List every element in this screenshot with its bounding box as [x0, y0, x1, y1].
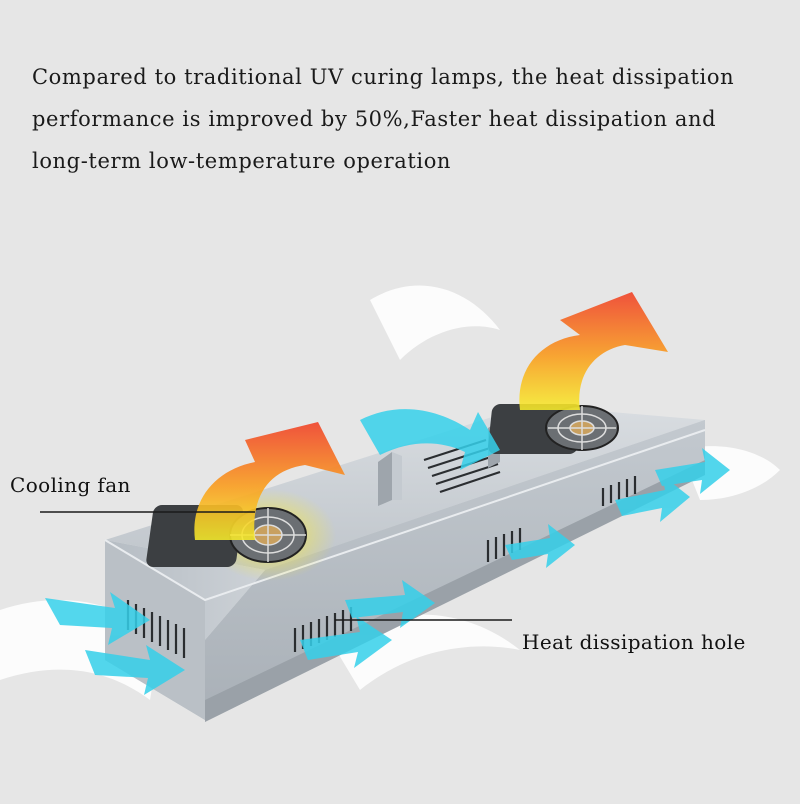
cool-air-arrow-icon [615, 475, 690, 522]
heat-dissipation-hole-label: Heat dissipation hole [522, 630, 746, 654]
cool-air-arrow-icon [360, 409, 500, 470]
cooling-fan-label: Cooling fan [10, 473, 131, 497]
fan-icon [488, 404, 619, 454]
cool-air-arrows [45, 409, 730, 695]
cool-air-arrow-icon [85, 645, 185, 695]
hot-air-arrow-icon [519, 292, 668, 410]
cool-air-arrow-icon [655, 448, 730, 494]
headline-line: performance is improved by 50%,Faster he… [32, 107, 717, 131]
cool-air-arrow-icon [505, 524, 575, 568]
hot-air-arrow-icon [194, 422, 345, 540]
cool-air-arrow-icon [345, 580, 435, 628]
headline-line: Compared to traditional UV curing lamps,… [32, 65, 735, 89]
headline: Compared to traditional UV curing lamps,… [32, 56, 792, 182]
cool-air-arrow-icon [300, 616, 392, 668]
headline-line: long-term low-temperature operation [32, 149, 452, 173]
cool-air-arrow-icon [45, 592, 150, 645]
